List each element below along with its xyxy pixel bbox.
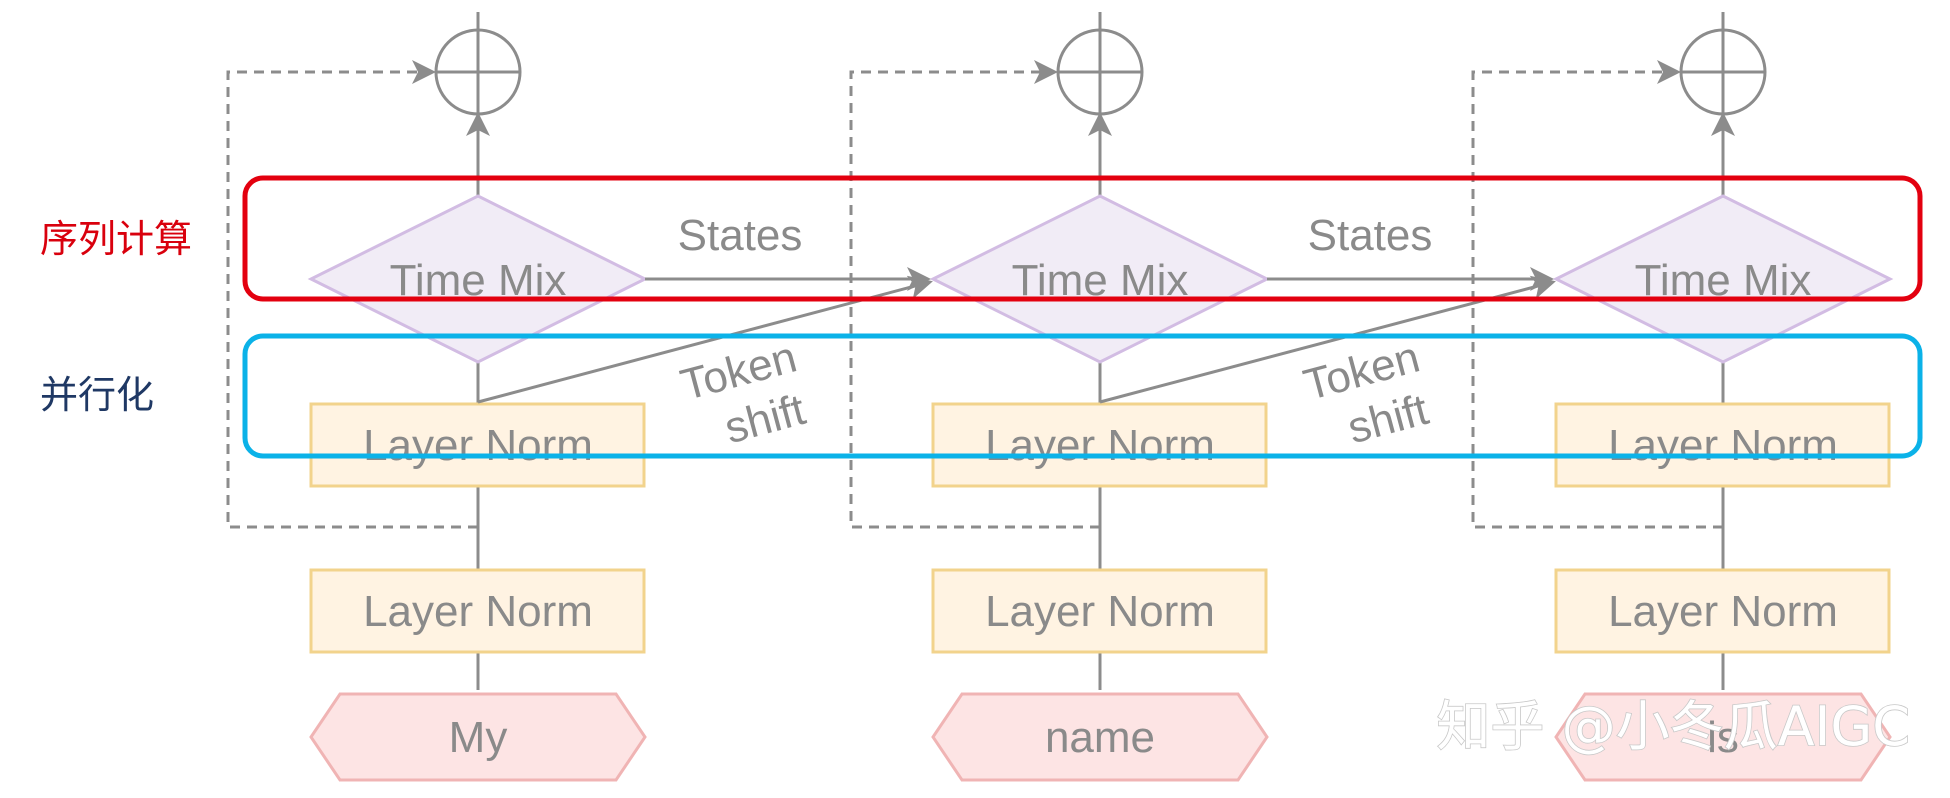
column-2: Time Mix Layer Norm Layer Norm name bbox=[849, 12, 1271, 782]
time-mix-diamond bbox=[929, 194, 1271, 364]
token-label: is bbox=[1707, 713, 1739, 762]
layer-norm-top-label: Layer Norm bbox=[985, 421, 1215, 470]
layer-norm-top bbox=[309, 402, 646, 488]
time-mix-diamond bbox=[307, 194, 649, 364]
time-mix-diamond bbox=[1552, 194, 1894, 364]
residual-dashed-arrow bbox=[226, 60, 478, 529]
add-circle-icon bbox=[1679, 28, 1767, 116]
token-shift-arrow-2 bbox=[1099, 275, 1556, 404]
parallel-label: 并行化 bbox=[40, 373, 154, 417]
parallel-highlight-box bbox=[242, 333, 1923, 459]
layer-norm-bottom bbox=[931, 568, 1268, 654]
layer-norm-bottom bbox=[309, 568, 646, 654]
token-shift-arrow-1 bbox=[477, 275, 933, 404]
token-hexagon bbox=[931, 692, 1269, 782]
layer-norm-top bbox=[931, 402, 1268, 488]
token-hexagon bbox=[309, 692, 647, 782]
watermark: 知乎 @小冬瓜AIGC bbox=[1436, 695, 1910, 758]
states-label-1: States bbox=[678, 211, 803, 260]
token-shift-label-1: Token shift bbox=[676, 332, 811, 453]
states-label-2: States bbox=[1308, 211, 1433, 260]
sequential-label: 序列计算 bbox=[40, 217, 192, 261]
column-1: Time Mix Layer Norm Layer Norm My bbox=[226, 12, 649, 782]
sequential-highlight-box bbox=[242, 175, 1923, 302]
layer-norm-bottom-label: Layer Norm bbox=[1608, 587, 1838, 636]
layer-norm-bottom bbox=[1554, 568, 1891, 654]
layer-norm-bottom-label: Layer Norm bbox=[985, 587, 1215, 636]
add-circle-icon bbox=[434, 28, 522, 116]
add-circle-icon bbox=[1056, 28, 1144, 116]
column-3: Time Mix Layer Norm Layer Norm is bbox=[1471, 12, 1894, 782]
layer-norm-bottom-label: Layer Norm bbox=[363, 587, 593, 636]
token-hexagon bbox=[1554, 692, 1892, 782]
token-shift-label-2: Token shift bbox=[1299, 332, 1434, 453]
token-label: name bbox=[1045, 713, 1155, 762]
token-label: My bbox=[449, 713, 508, 762]
layer-norm-top-label: Layer Norm bbox=[1608, 421, 1838, 470]
layer-norm-top bbox=[1554, 402, 1891, 488]
layer-norm-top-label: Layer Norm bbox=[363, 421, 593, 470]
